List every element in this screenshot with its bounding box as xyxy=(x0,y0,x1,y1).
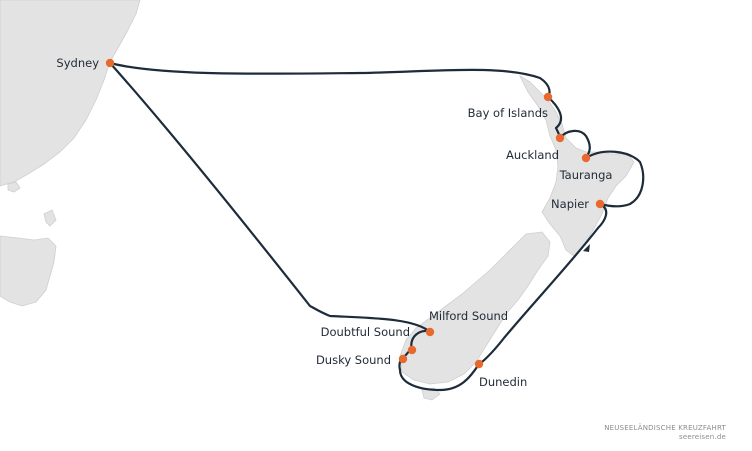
credit-title: NEUSEELÄNDISCHE KREUZFAHRT xyxy=(604,424,726,432)
port-label-auckland: Auckland xyxy=(506,148,559,162)
route-direction-arrow xyxy=(583,244,590,252)
port-marker-bay-of-islands[interactable] xyxy=(543,92,553,102)
port-marker-dunedin[interactable] xyxy=(474,359,484,369)
cruise-route xyxy=(108,61,645,392)
credit-site[interactable]: seereisen.de xyxy=(678,433,726,441)
port-label-sydney: Sydney xyxy=(56,56,99,70)
port-label-dunedin: Dunedin xyxy=(479,375,527,389)
australia-landmass xyxy=(0,0,141,187)
island-small xyxy=(7,181,21,193)
south-island-landmass xyxy=(399,231,551,385)
port-marker-milford-sound[interactable] xyxy=(425,327,435,337)
port-marker-auckland[interactable] xyxy=(555,133,565,143)
port-marker-sydney[interactable] xyxy=(105,58,115,68)
port-marker-doubtful-sound[interactable] xyxy=(407,345,417,355)
map-credit: NEUSEELÄNDISCHE KREUZFAHRT seereisen.de xyxy=(604,424,726,442)
port-marker-napier[interactable] xyxy=(595,199,605,209)
port-label-napier: Napier xyxy=(551,197,589,211)
port-marker-tauranga[interactable] xyxy=(581,153,591,163)
island-small xyxy=(43,209,57,227)
port-label-dusky-sound: Dusky Sound xyxy=(316,353,391,367)
port-label-milford-sound: Milford Sound xyxy=(429,309,508,323)
port-label-tauranga: Tauranga xyxy=(559,168,613,182)
north-island-landmass xyxy=(519,74,635,257)
tasmania-landmass xyxy=(0,235,57,307)
port-label-bay-of-islands: Bay of Islands xyxy=(468,106,548,120)
port-marker-dusky-sound[interactable] xyxy=(398,354,408,364)
port-label-doubtful-sound: Doubtful Sound xyxy=(321,325,410,339)
